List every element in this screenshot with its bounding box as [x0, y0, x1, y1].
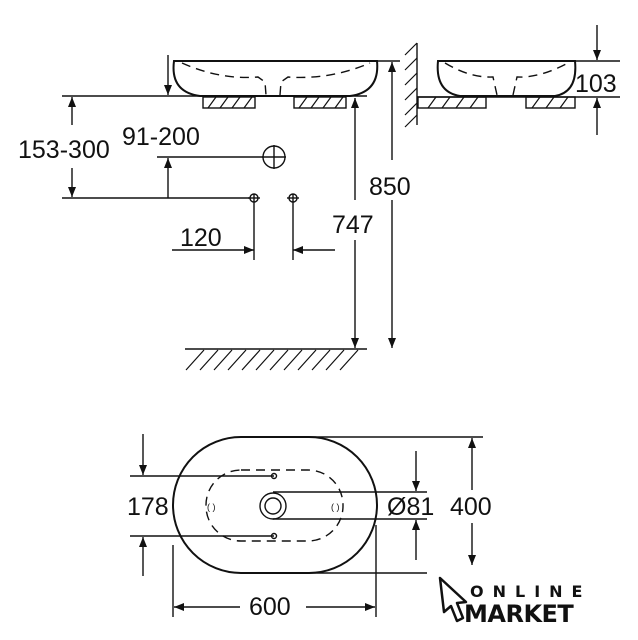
dim-tap-range: 91-200: [122, 123, 200, 151]
dim-support-height: 747: [332, 211, 374, 239]
logo-line2: MARKET: [464, 600, 574, 628]
logo-line1: ONLINE: [470, 582, 591, 601]
online-market-logo: ONLINE MARKET: [438, 576, 591, 628]
svg-text:( ): ( ): [207, 502, 216, 512]
support-left: [202, 96, 256, 109]
dim-tap-spacing: 120: [180, 224, 222, 252]
top-view: ( ) ( ) 178 Ø81 400 600: [127, 434, 492, 621]
floor-hatch: [185, 348, 367, 371]
support-right: [293, 96, 347, 109]
dim-width: 600: [249, 593, 291, 621]
cursor-arrow-icon: [438, 576, 468, 623]
side-view: 153-300 91-200 120 747 850: [18, 55, 411, 371]
dim-mount-range: 153-300: [18, 136, 110, 164]
drain-icon: [259, 492, 287, 520]
svg-text:( ): ( ): [331, 502, 340, 512]
dim-hole-spacing: 178: [127, 493, 169, 521]
tap-hole-icon: [262, 145, 286, 169]
basin-inner-dashed: [181, 62, 371, 96]
basin-side-profile: [172, 60, 379, 97]
dim-rim-height: 850: [369, 173, 411, 201]
bowl-dashed-outline: [205, 469, 344, 542]
basin-outline: [172, 436, 378, 574]
dim-drain-diameter: Ø81: [387, 493, 434, 521]
wall-hatch: [404, 42, 418, 128]
basin-end-profile: [436, 60, 577, 97]
dim-depth: 400: [450, 493, 492, 521]
dim-end-height: 103: [575, 70, 617, 98]
end-view: 103: [404, 25, 620, 135]
